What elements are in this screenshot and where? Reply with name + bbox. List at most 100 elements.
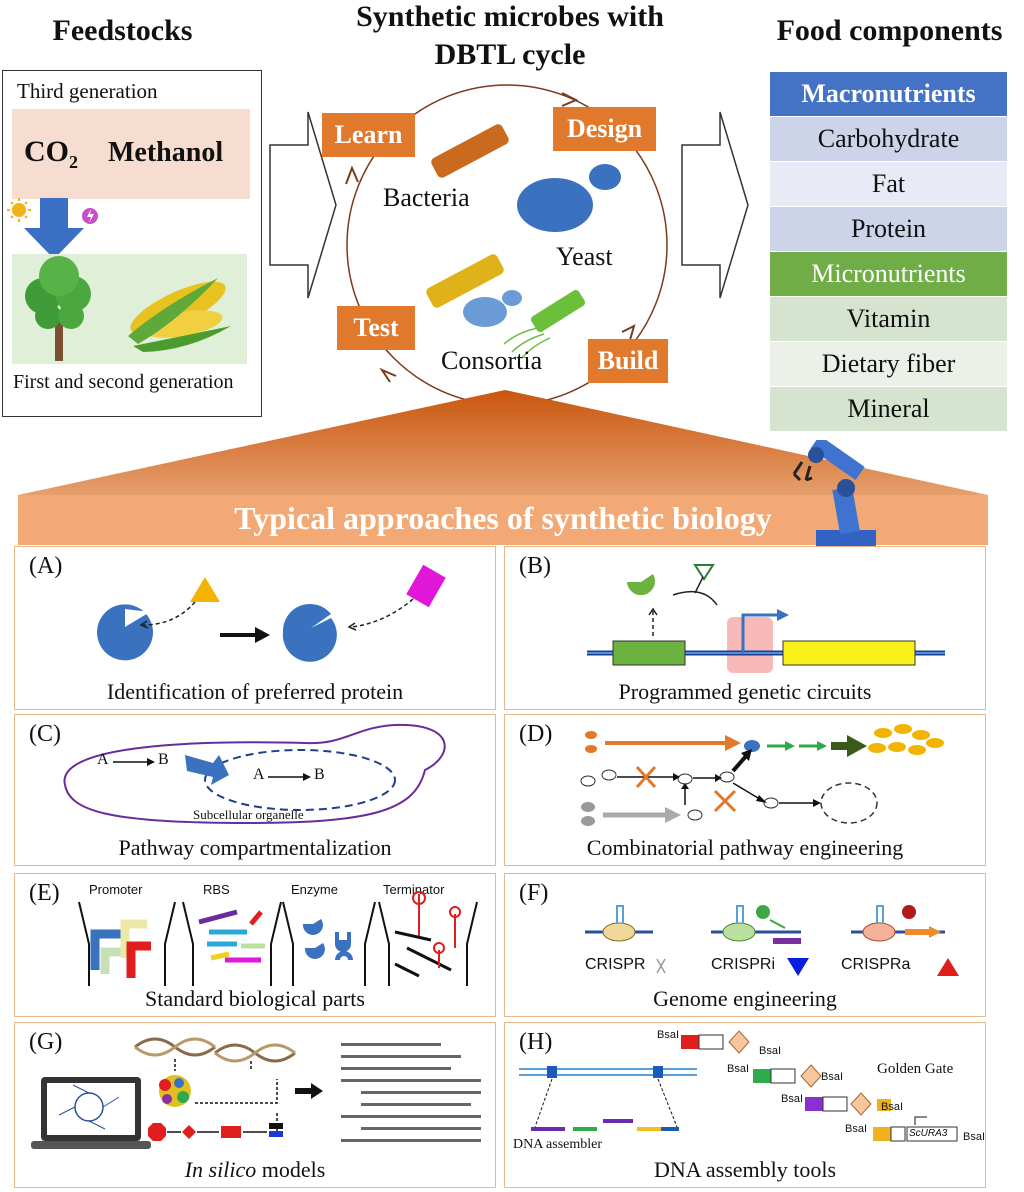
crispra-label: CRISPRa [841, 956, 911, 973]
dna-assembler-label: DNA assembler [513, 1137, 603, 1152]
terminator-label: Terminator [383, 882, 445, 897]
panel-e-caption: Standard biological parts [145, 986, 365, 1011]
third-generation-panel: CO2 Methanol [12, 109, 250, 199]
subcellular-organelle-label: Subcellular organelle [193, 807, 304, 822]
panel-b-label: (B) [519, 553, 551, 579]
food-row-micronutrients: Micronutrients [770, 252, 1007, 296]
cycle-to-food-arrow [681, 111, 749, 299]
c-b2: B [314, 766, 325, 783]
food-row-macronutrients: Macronutrients [770, 72, 1007, 116]
panel-b-caption: Programmed genetic circuits [618, 679, 872, 704]
panel-c: (C) A B A B Subcellular organelle Pathwa… [14, 714, 496, 866]
x-mark-icon [656, 958, 666, 974]
consortia-label: Consortia [441, 346, 543, 375]
dna-helix-icon [134, 1037, 296, 1063]
crispr-label: CRISPR [585, 956, 646, 973]
panel-a: (A) Identification of preferred protein [14, 546, 496, 710]
panel-f: (F) CRISPR CRISPRi CRISPRa Genome en [504, 873, 986, 1017]
golden-gate-module-3 [805, 1092, 891, 1116]
robot-arm-icon [792, 440, 876, 546]
bsal-label-1: BsaI [657, 1029, 680, 1041]
panel-e: (E) Promoter RBS Enzyme Terminator [14, 873, 496, 1017]
electricity-icon [82, 208, 98, 224]
golden-gate-module-4 [873, 1116, 958, 1142]
methanol-label: Methanol [108, 137, 224, 168]
panel-d-caption: Combinatorial pathway engineering [586, 835, 904, 860]
bsal-label-6: BsaI [881, 1101, 904, 1113]
bsal-label-5: BsaI [781, 1093, 804, 1105]
cycle-arrow-bottom [379, 367, 397, 383]
golden-gate-module-1 [681, 1030, 750, 1054]
corn-icon [128, 278, 231, 352]
gene-yellow [782, 640, 916, 666]
laptop-icon [31, 1077, 151, 1149]
panel-f-label: (F) [519, 880, 549, 906]
up-triangle-icon [937, 958, 959, 976]
conversion-arrow [24, 198, 84, 259]
bsal-label-2: BsaI [759, 1045, 782, 1057]
bsal-label-8: BsaI [963, 1131, 986, 1143]
promoter-arrow-icon [741, 613, 780, 653]
panel-b-graphic [587, 564, 945, 673]
panel-h-caption: DNA assembly tools [653, 1157, 837, 1182]
cell-membrane [63, 723, 446, 825]
c-a2: A [253, 766, 265, 783]
crispri-label: CRISPRi [711, 956, 776, 973]
panel-f-graphic [585, 905, 959, 976]
panel-g-caption: In silico models [184, 1157, 326, 1182]
panel-a-label: (A) [29, 553, 63, 579]
gene-green [612, 640, 686, 666]
food-components-title: Food components [776, 14, 1003, 47]
bacteria-label: Bacteria [383, 183, 470, 212]
yeast-label: Yeast [556, 242, 613, 271]
rbs-parts-icon [198, 909, 265, 963]
food-row-mineral: Mineral [770, 387, 1007, 431]
enzyme-icon-2 [282, 603, 337, 662]
tree-icon [25, 256, 91, 361]
dna-assembler-icon [519, 1066, 697, 1131]
c-a1: A [97, 751, 109, 768]
panel-g-graphic [31, 1037, 481, 1149]
dbtl-cycle-graphic [345, 84, 668, 406]
protein-structure-icon [159, 1075, 191, 1107]
crispri-complex-icon [711, 905, 801, 944]
co2-label: CO2 [24, 135, 78, 172]
feedstock-to-cycle-arrow [269, 111, 337, 299]
third-generation-label: Third generation [17, 79, 158, 103]
repressor-protein-icon [627, 574, 655, 596]
cycle-arrow-left [345, 165, 359, 185]
food-row-vitamin: Vitamin [770, 297, 1007, 341]
panel-g: (G) [14, 1022, 496, 1188]
food-row-fat: Fat [770, 162, 1007, 206]
sun-icon [7, 198, 31, 222]
panel-f-caption: Genome engineering [653, 986, 837, 1011]
panel-e-graphic [78, 891, 478, 986]
bacteria-rod-icon [431, 124, 509, 178]
feedstocks-box: Third generation CO2 Methanol [2, 70, 262, 417]
stop-octagon-icon [148, 1123, 166, 1141]
transport-arrow [185, 755, 229, 785]
consortia-icon [426, 254, 586, 359]
crispr-complex-icon [585, 905, 653, 942]
dbtl-title-line2: DBTL cycle [434, 38, 586, 71]
panel-d-graphic [580, 724, 944, 826]
panel-d-label: (D) [519, 721, 553, 747]
crispra-complex-icon [851, 905, 945, 942]
promoter-parts-icon [90, 919, 151, 978]
promoter-label: Promoter [89, 882, 143, 897]
equations-icon [341, 1043, 481, 1142]
panel-b: (B) Programmed genetic circuits [504, 546, 986, 710]
panel-c-graphic [63, 723, 446, 825]
terminator-parts-icon [394, 891, 461, 978]
golden-gate-module-2 [753, 1064, 822, 1088]
panel-e-label: (E) [29, 880, 60, 906]
rbs-label: RBS [203, 882, 230, 897]
build-box: Build [588, 339, 668, 383]
learn-box: Learn [322, 113, 415, 157]
first-second-generation-label: First and second generation [13, 371, 234, 393]
panel-d: (D) Combinatorial pathway engineering [504, 714, 986, 866]
c-b1: B [158, 751, 169, 768]
enzyme-parts-icon [302, 919, 353, 960]
bsal-label-7: BsaI [845, 1123, 868, 1135]
bsal-label-3: BsaI [727, 1063, 750, 1075]
